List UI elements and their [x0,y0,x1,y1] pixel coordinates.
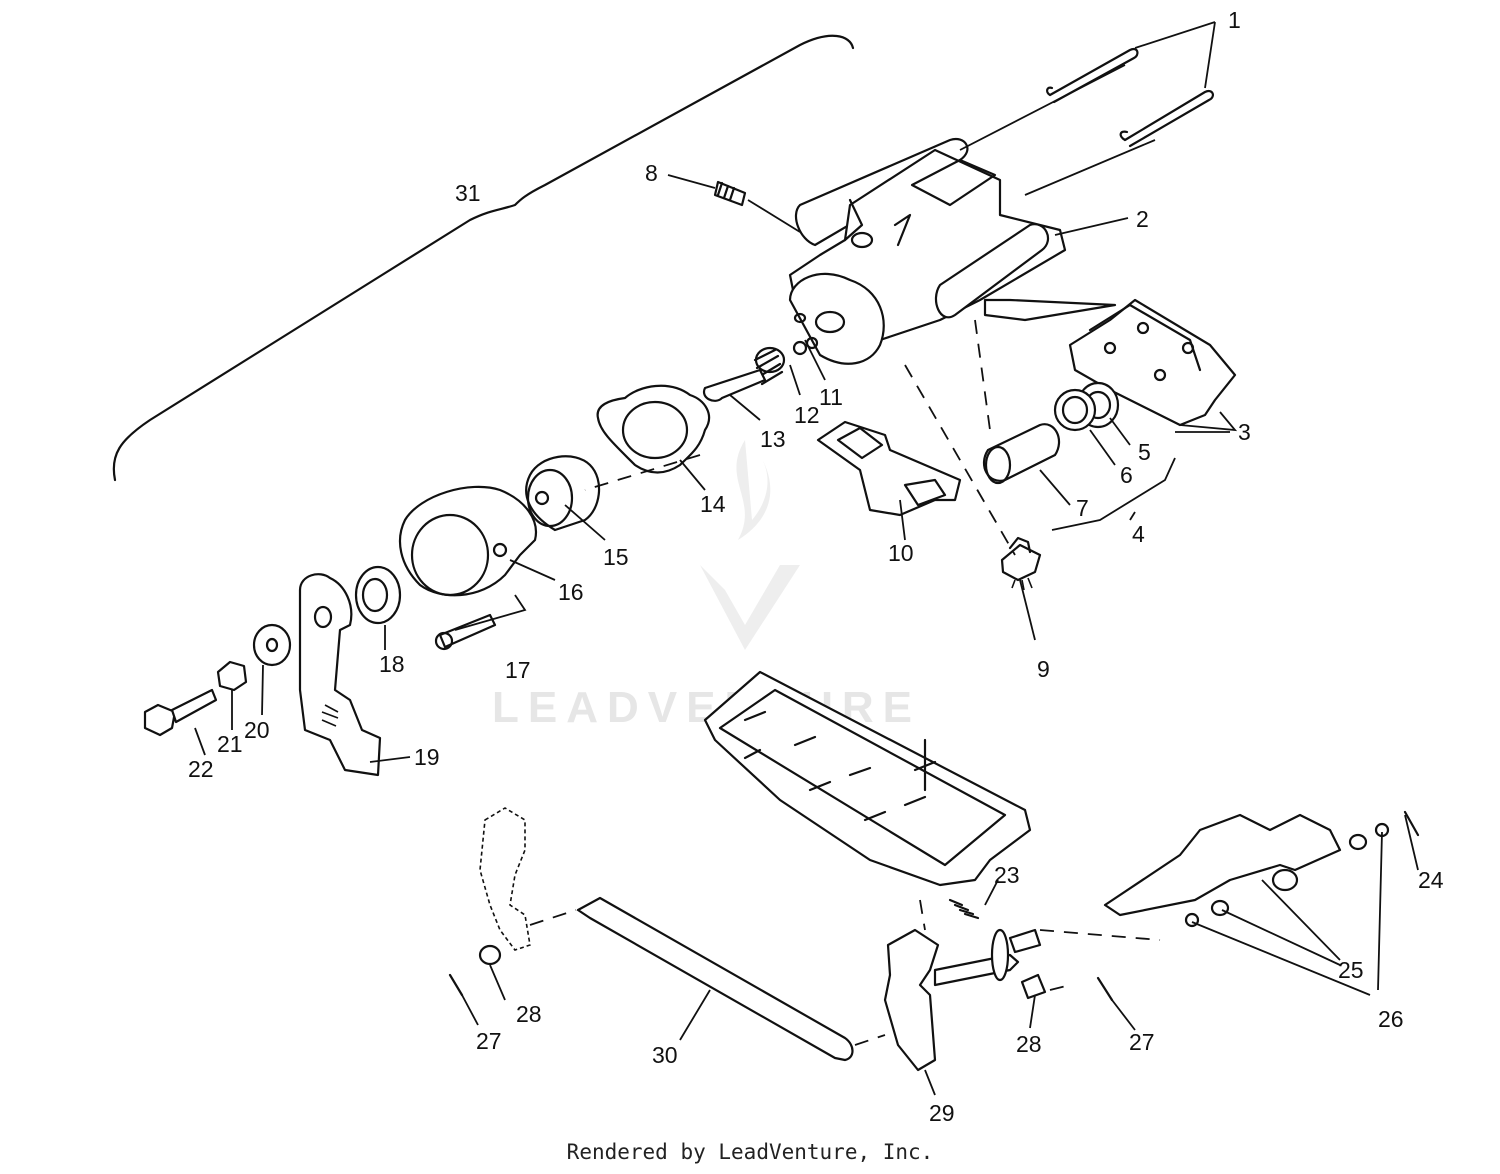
callout-17: 17 [505,657,531,683]
part-bushing [354,565,402,625]
part-pedal [883,928,1042,1072]
callout-labels: 1 2 3 4 5 6 7 8 9 10 11 12 13 14 15 16 1… [188,7,1444,1126]
part-plunger [982,423,1061,485]
part-bolt [143,688,218,737]
callout-15: 15 [603,544,629,570]
callout-27-left: 27 [476,1028,502,1054]
callout-26: 26 [1378,1006,1404,1032]
callout-5: 5 [1138,439,1151,465]
part-cotter-pins [448,810,1420,1002]
callout-28-right: 28 [1016,1031,1042,1057]
guide-lines [529,319,1161,1046]
callout-19: 19 [414,744,440,770]
callout-8: 8 [645,160,658,186]
part-right-footrest [1103,813,1390,928]
callout-10: 10 [888,540,914,566]
part-bracket [816,420,962,517]
leader-lines [194,21,1419,1096]
part-spring [948,898,980,920]
part-gasket-bore [621,400,689,460]
callout-6: 6 [1120,462,1133,488]
callout-31: 31 [455,180,481,206]
callout-3: 3 [1238,419,1251,445]
callout-9: 9 [1037,656,1050,682]
part-spring-set [702,336,819,402]
callout-27-right: 27 [1129,1029,1155,1055]
callout-30: 30 [652,1042,678,1068]
callout-2: 2 [1136,206,1149,232]
callout-29: 29 [929,1100,955,1126]
callout-1: 1 [1228,7,1241,33]
callout-28-left: 28 [516,1001,542,1027]
callout-12: 12 [794,402,820,428]
part-washer [252,623,292,667]
part-piston [525,455,601,532]
part-footrest [703,670,1032,887]
part-seal-ring [1053,381,1120,432]
callout-4: 4 [1132,521,1145,547]
part-gasket [596,384,711,474]
part-pins [1046,47,1215,148]
part-housing [788,137,1117,365]
callout-16: 16 [558,579,584,605]
callout-21: 21 [217,731,243,757]
part-brake-rod [576,896,854,1062]
footer-credit: Rendered by LeadVenture, Inc. [566,1140,934,1164]
callout-20: 20 [244,717,270,743]
part-cylinder [398,485,538,597]
part-left-lever-ghost [478,807,531,966]
part-bleeder-screw [713,180,747,207]
callout-13: 13 [760,426,786,452]
callout-24: 24 [1418,867,1444,893]
callout-14: 14 [700,491,726,517]
watermark-v-icon [700,565,800,650]
part-bracket-slot [836,426,947,507]
callout-22: 22 [188,756,214,782]
callout-7: 7 [1076,495,1089,521]
callout-11: 11 [819,384,843,410]
watermark-flame-icon [736,440,771,540]
part-adjuster-bolt [434,613,497,651]
callout-23: 23 [994,862,1020,888]
callout-25: 25 [1338,957,1364,983]
callout-18: 18 [379,651,405,677]
part-brake-switch [1000,536,1042,591]
brace-31 [112,34,855,482]
part-brake-lever [298,573,382,777]
part-nut [216,660,248,692]
